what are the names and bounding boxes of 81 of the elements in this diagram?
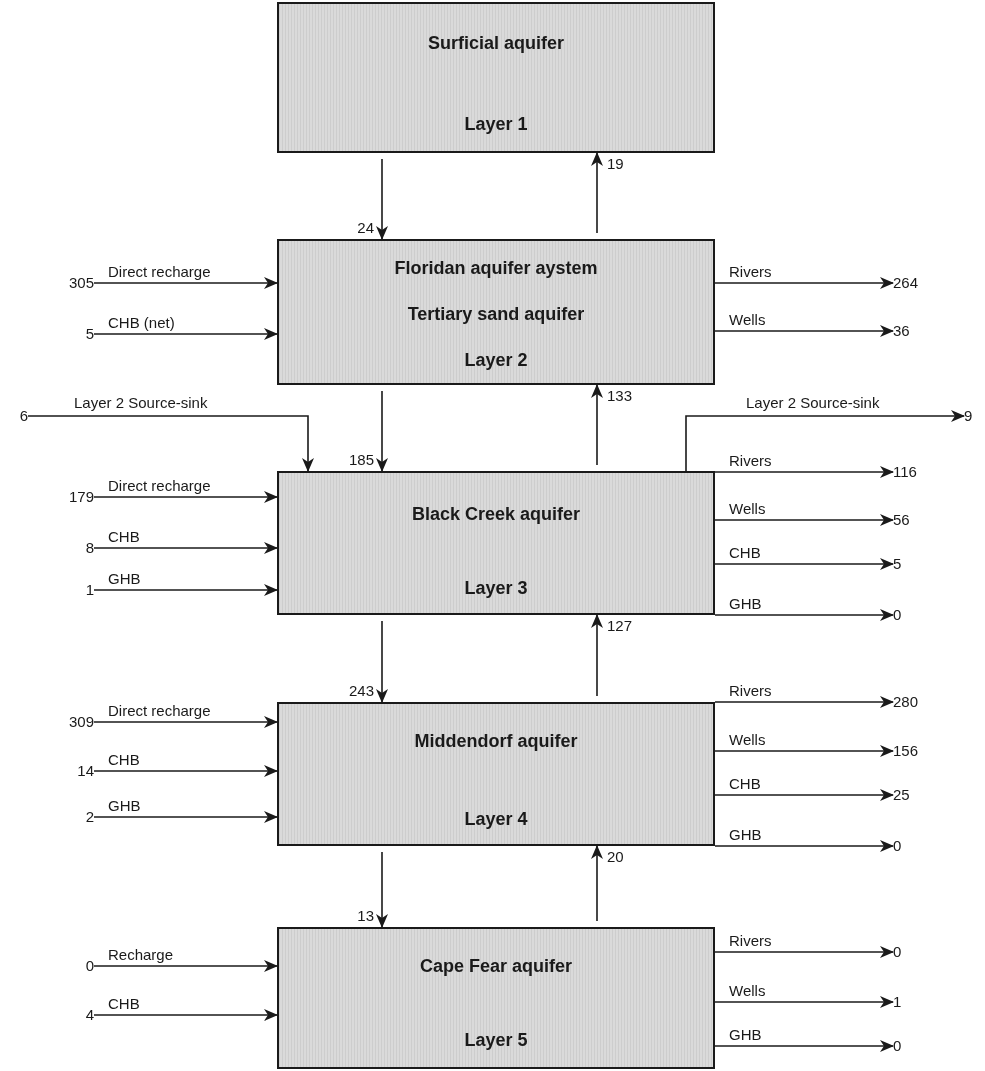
layer-label: Layer 5 — [464, 1028, 528, 1051]
arrow — [714, 996, 894, 1008]
flow-value: 305 — [38, 273, 94, 293]
arrow — [93, 542, 278, 554]
aquifer-name: Surficial aquifer — [427, 32, 564, 55]
aquifer-box — [277, 471, 715, 615]
aquifer-name: Cape Fear aquifer — [419, 955, 573, 978]
aquifer-box — [277, 927, 715, 1069]
arrow — [93, 960, 278, 972]
edge-label: Layer 2 Source-sink — [74, 394, 208, 412]
edge-label: Direct recharge — [108, 477, 211, 495]
aquifer-name: Floridan aquifer aystem — [394, 257, 598, 280]
flow-value: 1 — [893, 992, 945, 1012]
arrow — [591, 152, 603, 234]
arrow — [93, 716, 278, 728]
flow-value: 309 — [38, 712, 94, 732]
flow-value: 179 — [38, 487, 94, 507]
layer-label: Layer 3 — [464, 576, 528, 599]
flow-value: 8 — [38, 538, 94, 558]
arrow — [376, 620, 388, 703]
arrow — [714, 789, 894, 801]
flow-value: 6 — [2, 406, 28, 426]
layer-label: Layer 2 — [464, 348, 528, 371]
arrow — [591, 845, 603, 922]
aquifer-box — [277, 2, 715, 153]
flow-value: 4 — [38, 1005, 94, 1025]
flow-value: 5 — [893, 554, 945, 574]
arrow — [714, 696, 894, 708]
flow-value: 0 — [893, 836, 945, 856]
arrow — [714, 840, 894, 852]
layer-label: Layer 1 — [464, 112, 528, 135]
arrow — [93, 328, 278, 340]
flow-value: 0 — [893, 942, 945, 962]
arrow — [93, 811, 278, 823]
arrow — [376, 390, 388, 472]
arrow — [93, 584, 278, 596]
arrow — [714, 1040, 894, 1052]
flow-value: 2 — [38, 807, 94, 827]
flow-value: 0 — [893, 1036, 945, 1056]
flow-value: 56 — [893, 510, 945, 530]
arrow — [27, 415, 314, 472]
flow-value: 156 — [893, 741, 945, 761]
aquifer-box — [277, 239, 715, 385]
arrow — [93, 765, 278, 777]
arrow — [685, 410, 965, 472]
aquifer-name: Middendorf aquifer — [414, 730, 578, 753]
edge-label: Recharge — [108, 946, 174, 964]
flow-value: 0 — [893, 605, 945, 625]
flow-value: 280 — [893, 692, 945, 712]
flow-value: 9 — [964, 406, 984, 426]
edge-label: Direct recharge — [108, 263, 211, 281]
arrow — [714, 325, 894, 337]
flow-value: 1 — [38, 580, 94, 600]
arrow — [591, 614, 603, 697]
aquifer-box — [277, 702, 715, 846]
layer-label: Layer 4 — [464, 807, 528, 830]
flow-value: 116 — [893, 462, 945, 482]
flow-value: 14 — [38, 761, 94, 781]
arrow — [714, 277, 894, 289]
flow-value: 264 — [893, 273, 945, 293]
arrow — [93, 491, 278, 503]
arrow — [714, 466, 894, 478]
flow-value: 0 — [38, 956, 94, 976]
arrow — [591, 384, 603, 466]
arrow — [93, 277, 278, 289]
aquifer-name: Black Creek aquifer — [411, 503, 581, 526]
arrow — [714, 514, 894, 526]
arrow — [93, 1009, 278, 1021]
flow-value: 36 — [893, 321, 945, 341]
arrow — [714, 609, 894, 621]
aquifer-name: Tertiary sand aquifer — [407, 302, 585, 326]
arrow — [714, 745, 894, 757]
edge-label: Layer 2 Source-sink — [746, 394, 880, 412]
arrow — [714, 946, 894, 958]
arrow — [376, 851, 388, 928]
arrow — [376, 158, 388, 240]
flow-value: 25 — [893, 785, 945, 805]
flow-value: 5 — [38, 324, 94, 344]
edge-label: CHB (net) — [108, 314, 175, 332]
edge-label: Direct recharge — [108, 702, 211, 720]
arrow — [714, 558, 894, 570]
